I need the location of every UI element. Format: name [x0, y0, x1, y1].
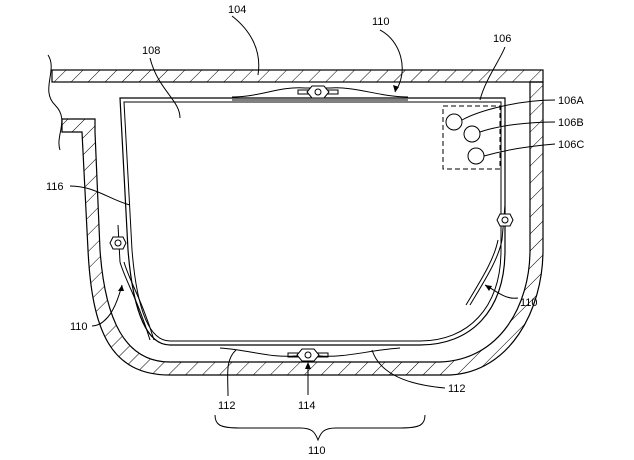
left-spring-mount: [109, 224, 155, 341]
leader-lines: [69, 15, 556, 442]
label-106: 106: [493, 33, 511, 45]
label-104: 104: [228, 4, 246, 16]
label-116: 116: [46, 181, 64, 193]
label-106a: 106A: [558, 95, 584, 107]
right-spring-mount: [465, 204, 514, 306]
label-110-left: 110: [70, 321, 88, 333]
sensor-module: [442, 105, 501, 170]
label-114: 114: [298, 400, 316, 412]
top-spring-mount: [231, 85, 409, 101]
label-110-top: 110: [372, 16, 390, 28]
battery-cell: [119, 97, 506, 346]
bottom-spring-mount: [219, 344, 401, 362]
label-110-bottom: 110: [308, 445, 326, 457]
sensor-b-icon: [463, 125, 481, 143]
sensor-a-icon: [445, 113, 463, 131]
label-106b: 106B: [558, 117, 584, 129]
label-112-right: 112: [448, 383, 466, 395]
label-112-left: 112: [218, 400, 236, 412]
housing-wall: [47, 54, 544, 376]
label-110-right: 110: [520, 297, 538, 309]
label-106c: 106C: [558, 139, 584, 151]
label-108: 108: [142, 45, 160, 57]
